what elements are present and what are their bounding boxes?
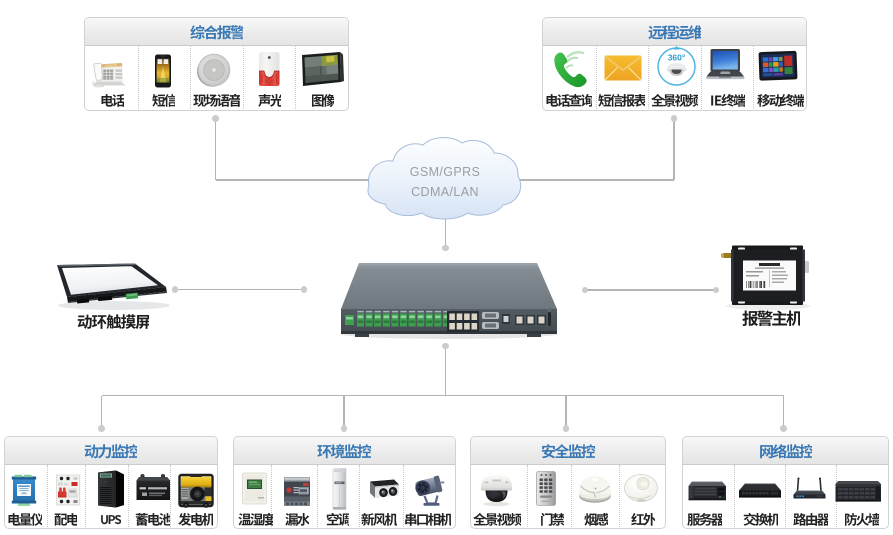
svg-text:360°: 360° bbox=[668, 53, 686, 63]
